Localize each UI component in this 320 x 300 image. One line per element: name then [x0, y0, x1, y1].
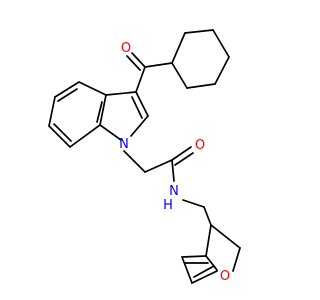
bond [193, 265, 215, 278]
bond [48, 96, 56, 127]
bond [99, 94, 107, 126]
bond [186, 83, 216, 89]
acetamide-chain [123, 146, 212, 226]
amide-oxygen-label: O [195, 138, 205, 153]
bond [105, 91, 137, 96]
bond [144, 62, 173, 68]
bond [171, 159, 175, 182]
bond [126, 55, 141, 71]
bond [181, 255, 207, 258]
bond [205, 224, 212, 257]
bond [184, 29, 214, 34]
bond [171, 146, 192, 161]
bond [130, 115, 149, 137]
bond [144, 159, 173, 173]
indole-nitrogen-label: N [119, 137, 129, 152]
bond [182, 199, 205, 208]
bond [48, 125, 71, 148]
bond [78, 81, 107, 96]
amide-hydrogen-label: H [163, 198, 173, 213]
furan-ring [181, 224, 241, 284]
bond [123, 150, 146, 173]
bond [171, 32, 186, 64]
bond [96, 101, 103, 123]
benzene-ring [48, 81, 107, 148]
bond [57, 88, 78, 102]
bond [191, 270, 218, 284]
bond [171, 62, 188, 89]
bond [214, 56, 230, 85]
bond [181, 256, 193, 284]
amide-nitrogen-label: N [169, 184, 179, 199]
bond [131, 52, 146, 68]
bond [205, 255, 218, 271]
bond [135, 91, 149, 117]
bond [174, 152, 194, 166]
bond [99, 124, 122, 141]
bond [131, 96, 143, 119]
bond [135, 66, 146, 93]
bond [203, 206, 212, 226]
bond [232, 247, 241, 272]
bond [69, 124, 101, 148]
ketone-group [126, 52, 173, 93]
cyclohexane-ring [171, 29, 230, 89]
bond [54, 81, 80, 98]
bond [212, 29, 230, 58]
bond [210, 224, 241, 249]
pyrrole-ring [99, 91, 149, 141]
molecule-structure: O N O N H O [48, 29, 241, 284]
bond [53, 123, 72, 142]
furan-oxygen-label: O [220, 269, 230, 284]
ketone-oxygen-label: O [121, 41, 131, 56]
